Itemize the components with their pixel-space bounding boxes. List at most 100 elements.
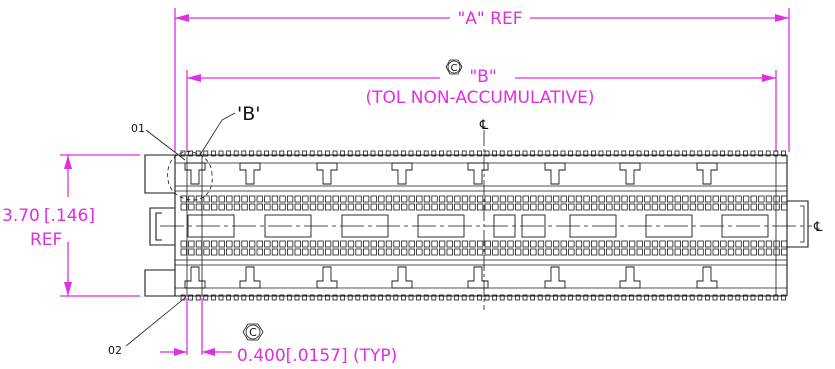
contact-cell <box>781 195 788 203</box>
contact-cell <box>750 240 757 248</box>
dimension-b: C "B" (TOL NON-ACCUMULATIVE) <box>186 59 777 152</box>
t-slot-bottom <box>239 266 261 289</box>
contact-cell <box>743 248 750 256</box>
contact-cell <box>644 240 651 248</box>
contact-cell <box>689 248 697 256</box>
pin-tooth-top <box>362 150 368 157</box>
contact-cell <box>651 203 659 211</box>
contact-cell <box>530 240 537 248</box>
pin-tooth-bottom <box>583 294 589 301</box>
contact-cell <box>705 195 712 203</box>
contact-cell <box>705 248 712 256</box>
contact-cell <box>188 203 195 211</box>
contact-cell <box>530 203 537 211</box>
contact-cell <box>598 248 605 256</box>
contact-cell <box>689 203 697 211</box>
centerline-symbol-right: ℄ <box>813 220 823 235</box>
contact-cell <box>537 203 545 211</box>
pin-tooth-top <box>697 150 703 157</box>
contact-cell <box>317 195 324 203</box>
contact-cell <box>530 248 537 256</box>
contact-cell <box>180 203 187 211</box>
pin-tooth-top <box>773 150 779 157</box>
contact-cell <box>484 203 491 211</box>
pin-tooth-bottom <box>279 294 285 301</box>
pin-tooth-top <box>226 150 232 157</box>
contact-cell <box>408 203 415 211</box>
pin-tooth-top <box>241 150 247 157</box>
contact-cell <box>476 195 484 203</box>
contact-cell <box>568 195 575 203</box>
contact-cell <box>248 248 256 256</box>
contact-cell <box>545 203 552 211</box>
contact-cell <box>332 248 339 256</box>
pin-tooth-bottom <box>667 294 672 301</box>
pin-tooth-top <box>393 150 399 157</box>
t-slot-top <box>619 162 641 185</box>
contact-cell <box>438 203 446 211</box>
contact-cell <box>575 248 583 256</box>
pin-tooth-top <box>712 150 718 157</box>
contact-cell <box>431 203 438 211</box>
contact-cell <box>294 195 301 203</box>
contact-cell <box>210 195 218 203</box>
pin-tooth-top <box>446 150 452 157</box>
contact-cell <box>248 240 256 248</box>
height-ref: REF <box>30 230 62 250</box>
contact-cell <box>446 240 453 248</box>
pin-tooth-top <box>400 150 406 157</box>
contact-cell <box>203 248 210 256</box>
pin-tooth-top <box>203 150 209 157</box>
contact-cell <box>522 195 529 203</box>
pin-tooth-bottom <box>218 294 224 301</box>
contact-cell <box>522 248 529 256</box>
contact-cell <box>340 203 347 211</box>
contact-cell <box>629 240 636 248</box>
contact-cell <box>438 248 446 256</box>
contact-cell <box>400 248 408 256</box>
contact-cell <box>598 203 605 211</box>
contact-cell <box>233 203 241 211</box>
contact-cell <box>400 195 408 203</box>
contact-cell <box>256 240 263 248</box>
contact-cell <box>613 248 621 256</box>
pin-tooth-bottom <box>636 294 642 301</box>
contact-cell <box>712 203 719 211</box>
contact-cell <box>575 240 583 248</box>
pin-tooth-bottom <box>705 294 710 301</box>
pin-tooth-bottom <box>362 294 368 301</box>
contact-cell <box>218 195 225 203</box>
pin-tooth-top <box>682 150 687 157</box>
contact-cell <box>735 240 742 248</box>
pin-tooth-bottom <box>492 294 498 301</box>
contact-cell <box>469 195 476 203</box>
contact-cell <box>537 195 545 203</box>
contact-cell <box>446 203 453 211</box>
pin-tooth-top <box>332 150 338 157</box>
contact-cell <box>705 203 712 211</box>
contact-cell <box>773 248 780 256</box>
pin-tooth-bottom <box>286 294 292 301</box>
pin-tooth-bottom <box>591 294 596 301</box>
contact-cell <box>302 240 309 248</box>
contact-cell <box>621 248 628 256</box>
dim-a-label: "A" REF <box>457 9 522 29</box>
contact-cell <box>667 240 674 248</box>
contact-cell <box>659 248 666 256</box>
contact-cell <box>294 240 301 248</box>
contact-cell <box>613 203 621 211</box>
contact-cell <box>286 248 294 256</box>
height-arrow-top <box>64 155 72 169</box>
pin-tooth-top <box>499 150 505 157</box>
contact-cell <box>218 203 225 211</box>
pin-tooth-bottom <box>750 294 756 301</box>
pin-tooth-top <box>530 150 535 157</box>
pin-labels: 01 02 <box>108 122 187 357</box>
contact-cell <box>271 248 279 256</box>
contact-cell <box>180 248 187 256</box>
contact-cell <box>476 203 484 211</box>
dimension-pitch: C 0.400[.0157] (TYP) <box>160 298 397 366</box>
pin-tooth-bottom <box>720 294 725 301</box>
contact-cell <box>203 203 210 211</box>
pin-tooth-bottom <box>317 294 323 301</box>
